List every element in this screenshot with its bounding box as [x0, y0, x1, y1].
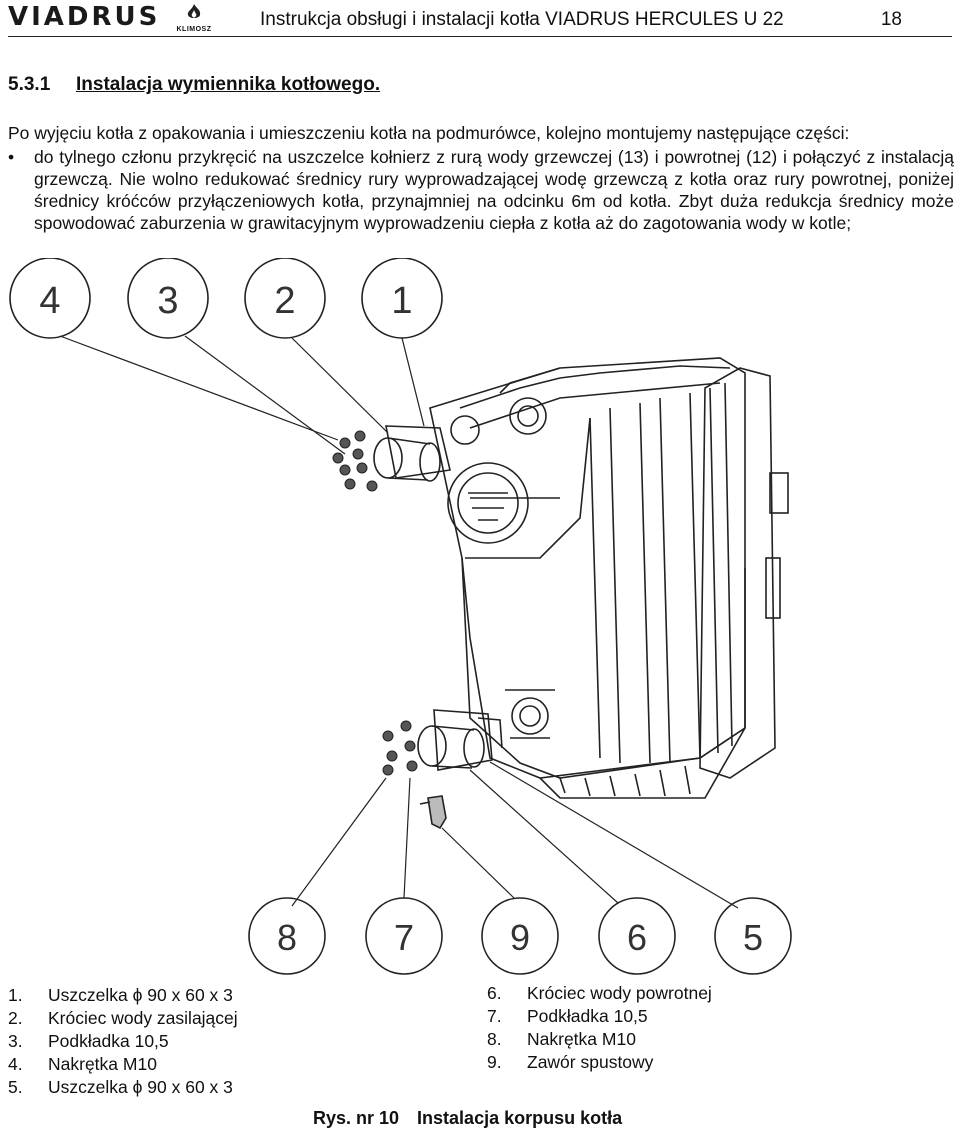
- legend-number: 6.: [487, 983, 502, 1003]
- legend-label: Podkładka 10,5: [48, 1031, 169, 1051]
- callout-6: 6: [598, 897, 676, 975]
- legend-label: Nakrętka M10: [527, 1029, 636, 1049]
- callout-label: 9: [510, 917, 530, 958]
- legend-number: 1.: [8, 985, 23, 1005]
- parts-legend-left: 1. Uszczelka ϕ 90 x 60 x 3 2. Króciec wody…: [8, 984, 238, 1099]
- callout-8: 8: [248, 897, 326, 975]
- legend-number: 7.: [487, 1006, 502, 1026]
- section-number: 5.3.1: [8, 74, 51, 95]
- bullet-text: do tylnego członu przykręcić na uszczelc…: [34, 147, 954, 233]
- legend-item: 8. Nakrętka M10: [487, 1028, 712, 1051]
- figure-title: Instalacja korpusu kotła: [417, 1108, 623, 1128]
- leader-lines-top: [59, 335, 425, 455]
- legend-label: Uszczelka ϕ 90 x 60 x 3: [48, 1077, 233, 1097]
- legend-label: Nakrętka M10: [48, 1054, 157, 1074]
- legend-number: 4.: [8, 1054, 23, 1074]
- legend-number: 5.: [8, 1077, 23, 1097]
- klimosz-text: KLIMOSZ: [176, 26, 212, 33]
- viadrus-logo: VIADRUS: [8, 2, 160, 32]
- boiler-assembly-figure: 4 3 2 1: [0, 257, 960, 983]
- bullet-list: • do tylnego członu przykręcić na uszcze…: [8, 146, 954, 234]
- drain-valve: [419, 795, 447, 830]
- legend-item: 3. Podkładka 10,5: [8, 1030, 238, 1053]
- callout-label: 7: [394, 917, 414, 958]
- figure-number: Rys. nr 10: [313, 1108, 400, 1128]
- callout-label: 1: [391, 280, 412, 322]
- legend-number: 3.: [8, 1031, 23, 1051]
- legend-label: Króciec wody powrotnej: [527, 983, 712, 1003]
- legend-number: 8.: [487, 1029, 502, 1049]
- legend-item: 7. Podkładka 10,5: [487, 1005, 712, 1028]
- legend-item: 1. Uszczelka ϕ 90 x 60 x 3: [8, 984, 238, 1007]
- intro-paragraph: Po wyjęciu kotła z opakowania i umieszcz…: [8, 123, 850, 143]
- legend-number: 2.: [8, 1008, 23, 1028]
- document-title: Instrukcja obsługi i instalacji kotła VI…: [260, 9, 784, 30]
- bullet-symbol: •: [8, 147, 15, 167]
- flame-icon: [187, 4, 201, 18]
- callout-label: 6: [627, 917, 647, 958]
- figure-caption: Rys. nr 10 Instalacja korpusu kotła: [313, 1108, 622, 1129]
- boiler-body: [429, 357, 789, 799]
- callout-label: 5: [743, 917, 763, 958]
- section-heading: 5.3.1 Instalacja wymiennika kotłowego.: [8, 74, 380, 96]
- page-number: 18: [880, 9, 902, 30]
- page-header: VIADRUS KLIMOSZ Instrukcja obsługi i ins…: [8, 0, 952, 37]
- legend-item: 2. Króciec wody zasilającej: [8, 1007, 238, 1030]
- section-title: Instalacja wymiennika kotłowego.: [76, 74, 381, 95]
- klimosz-logo: KLIMOSZ: [174, 4, 214, 33]
- callout-label: 4: [39, 280, 60, 322]
- legend-item: 4. Nakrętka M10: [8, 1053, 238, 1076]
- logo-text: VIADRUS: [8, 2, 161, 32]
- callout-5: 5: [714, 897, 792, 975]
- callout-9: 9: [481, 897, 559, 975]
- callout-7: 7: [365, 897, 443, 975]
- return-pipe-assembly: [417, 709, 503, 771]
- legend-label: Zawór spustowy: [527, 1052, 654, 1072]
- legend-item: 5. Uszczelka ϕ 90 x 60 x 3: [8, 1076, 238, 1099]
- callout-label: 8: [277, 917, 297, 958]
- callout-4: 4: [9, 257, 91, 339]
- callout-2: 2: [244, 257, 326, 339]
- parts-legend-right: 6. Króciec wody powrotnej 7. Podkładka 10,…: [487, 982, 712, 1074]
- legend-item: 9. Zawór spustowy: [487, 1051, 712, 1074]
- callout-1: 1: [361, 257, 443, 339]
- callout-label: 2: [274, 280, 295, 322]
- bullet-item: • do tylnego członu przykręcić na uszcze…: [8, 146, 954, 234]
- supply-pipe-assembly: [373, 425, 451, 482]
- nuts-and-washers: [332, 430, 418, 776]
- legend-number: 9.: [487, 1052, 502, 1072]
- callout-label: 3: [157, 280, 178, 322]
- legend-label: Podkładka 10,5: [527, 1006, 648, 1026]
- leader-lines-bottom: [291, 761, 739, 909]
- legend-label: Uszczelka ϕ 90 x 60 x 3: [48, 985, 233, 1005]
- legend-item: 6. Króciec wody powrotnej: [487, 982, 712, 1005]
- legend-label: Króciec wody zasilającej: [48, 1008, 238, 1028]
- callout-3: 3: [127, 257, 209, 339]
